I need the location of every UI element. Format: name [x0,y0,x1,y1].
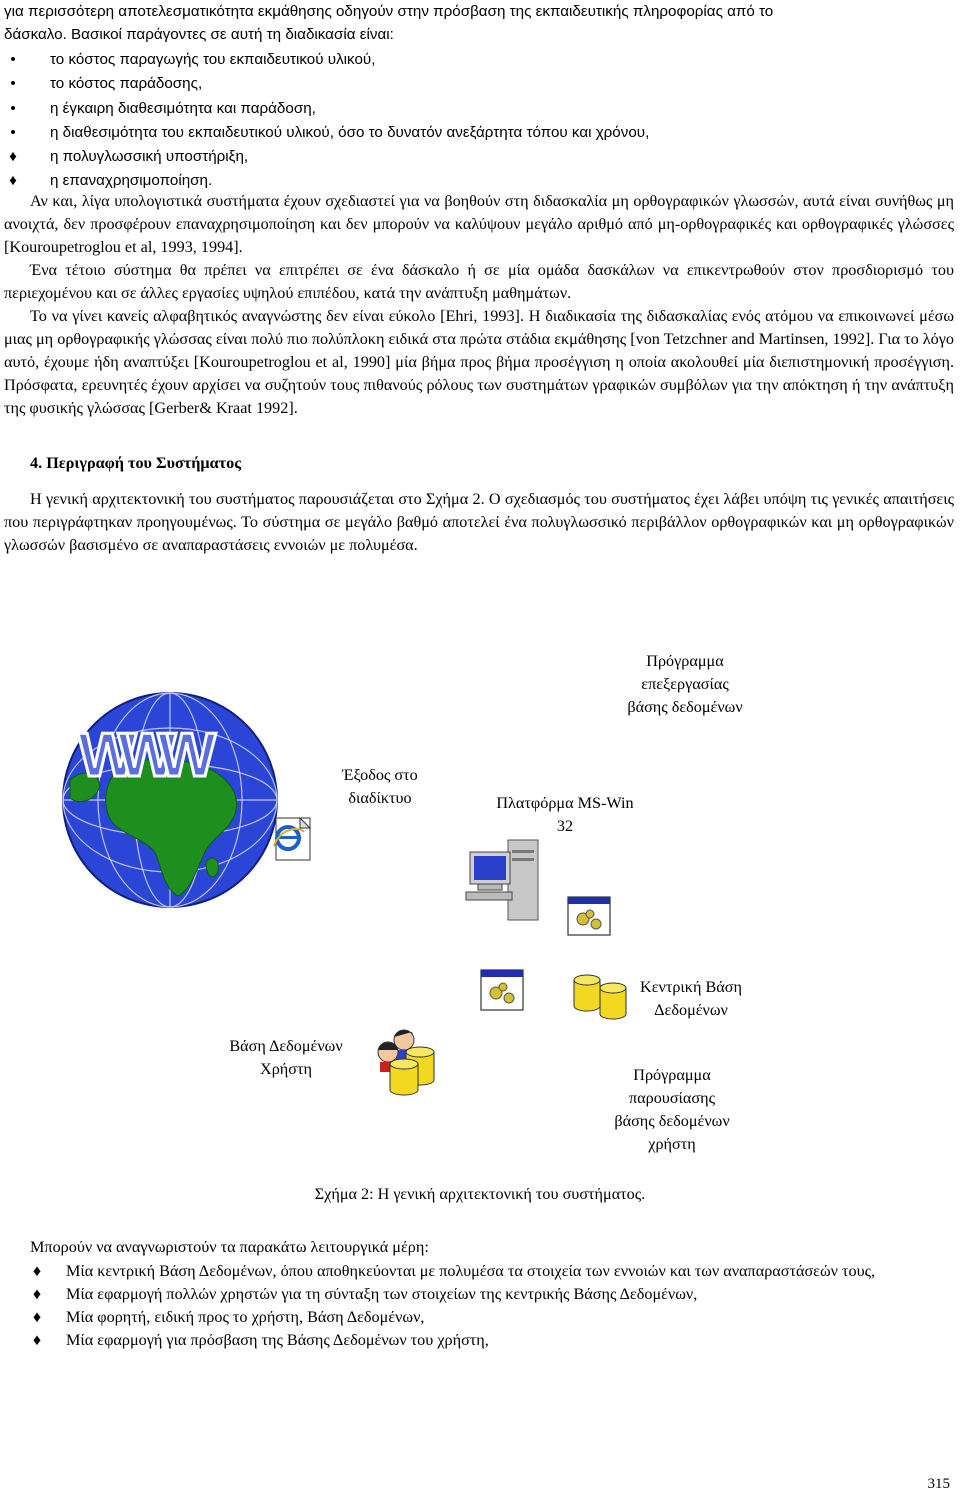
label-line: διαδίκτυο [348,789,412,807]
computer-icon [465,839,539,921]
list-item: • η έγκαιρη διαθεσιμότητα και παράδοση, [4,97,954,121]
label-line: Κεντρική Βάση [640,978,742,996]
label-line: επεξεργασίας [641,675,729,693]
label-db-program: Πρόγραμμα επεξεργασίας βάσης δεδομένων [600,650,770,719]
bullet-dot: • [10,51,16,68]
label-line: χρήστη [648,1135,696,1153]
list-item: ♦ Μία κεντρική Βάση Δεδομένων, όπου αποθη… [4,1260,954,1283]
paragraph-2: Ένα τέτοιο σύστημα θα πρέπει να επιτρέπε… [4,261,954,302]
label-line: Έξοδος στο [342,766,418,784]
label-line: 32 [556,817,574,835]
bullet-dot: • [10,123,16,141]
label-platform: Πλατφόρμα MS-Win 32 [470,792,660,838]
bullet-dot: • [10,99,16,117]
list-item: ♦ Μία εφαρμογή πολλών χρηστών για τη σύντ… [4,1283,954,1306]
factor-text: το κόστος παράδοσης, [50,75,203,93]
part-text: Μία εφαρμογή για πρόσβαση της Βάσης Δεδο… [66,1331,489,1349]
factor-text: η έγκαιρη διαθεσιμότητα και παράδοση, [50,99,316,117]
central-database-icon [573,974,627,1020]
factor-text: η επαναχρησιμοποίηση. [50,172,213,190]
label-line: παρουσίασης [628,1089,715,1107]
label-user-db: Βάση Δεδομένων Χρήστη [206,1035,366,1081]
list-item: • η διαθεσιμότητα του εκπαιδευτικού υλικο… [4,121,954,145]
label-central-db: Κεντρική Βάση Δεδομένων [626,976,756,1022]
bullet-diamond: ♦ [9,172,17,190]
bullet-dot: • [10,75,16,93]
label-line: βάσης δεδομένων [614,1112,730,1130]
www-logo: WWW [78,721,216,790]
label-presentation: Πρόγραμμα παρουσίασης βάσης δεδομένων χρ… [592,1064,752,1156]
db-program-window-icon [567,896,611,936]
parts-intro: Μπορούν να αναγνωριστούν τα παρακάτω λει… [30,1238,429,1256]
factor-text: η διαθεσιμότητα του εκπαιδευτικού υλικού… [50,123,650,141]
paragraph-3: Το να γίνει κανείς αλφαβητικός αναγνώστη… [4,307,954,417]
bullet-diamond: ♦ [32,1285,42,1303]
presentation-program-window-icon [480,969,524,1011]
factors-list: • το κόστος παραγωγής του εκπαιδευτικού υ… [4,48,954,194]
label-line: βάσης δεδομένων [627,698,743,716]
part-text: Μία κεντρική Βάση Δεδομένων, όπου αποθηκ… [66,1262,876,1280]
bullet-diamond: ♦ [32,1331,42,1349]
label-line: Δεδομένων [654,1001,728,1019]
page-number: 315 [927,1476,951,1492]
users-icon [377,1029,415,1072]
label-line: Πλατφόρμα MS-Win [496,794,634,812]
factor-text: το κόστος παραγωγής του εκπαιδευτικού υλ… [50,51,376,68]
factor-text: η πολυγλωσσική υποστήριξη, [50,148,249,166]
list-item: ♦ η επαναχρησιμοποίηση. [4,169,954,193]
globe-icon [62,692,278,908]
list-item: ♦ η πολυγλωσσική υποστήριξη, [4,145,954,169]
user-database-icon [389,1046,435,1096]
list-item: ♦ Μία εφαρμογή για πρόσβαση της Βάσης Δεδ… [4,1329,954,1352]
figure-caption: Σχήμα 2: Η γενική αρχιτεκτονική του συστ… [314,1185,646,1203]
bullet-diamond: ♦ [9,148,17,166]
label-line: Πρόγραμμα [633,1066,711,1084]
label-line: Χρήστη [260,1060,312,1078]
intro-line-2: δάσκαλο. Βασικοί παράγοντες σε αυτή τη δ… [4,26,394,43]
label-line: Πρόγραμμα [646,652,724,670]
part-text: Μία φορητή, ειδική προς το χρήστη, Βάση … [66,1308,425,1326]
bullet-diamond: ♦ [32,1308,42,1326]
intro-line-1: για περισσότερη αποτελεσματικότητα εκμάθ… [4,3,774,20]
section-body: Η γενική αρχιτεκτονική του συστήματος πα… [4,490,954,554]
bullet-diamond: ♦ [32,1262,42,1280]
label-internet: Έξοδος στο διαδίκτυο [300,764,460,810]
section-heading: 4. Περιγραφή του Συστήματος [30,454,242,472]
parts-list: ♦ Μία κεντρική Βάση Δεδομένων, όπου αποθη… [4,1260,954,1352]
list-item: • το κόστος παράδοσης, [4,72,954,96]
label-line: Βάση Δεδομένων [229,1037,343,1055]
paragraph-1: Αν και, λίγα υπολογιστικά συστήματα έχου… [4,192,954,256]
list-item: ♦ Μία φορητή, ειδική προς το χρήστη, Βάση… [4,1306,954,1329]
list-item: • το κόστος παραγωγής του εκπαιδευτικού υ… [4,48,954,72]
figure-graphics: WWW [62,692,627,1096]
internet-explorer-icon [273,816,312,861]
part-text: Μία εφαρμογή πολλών χρηστών για τη σύντα… [66,1285,698,1303]
